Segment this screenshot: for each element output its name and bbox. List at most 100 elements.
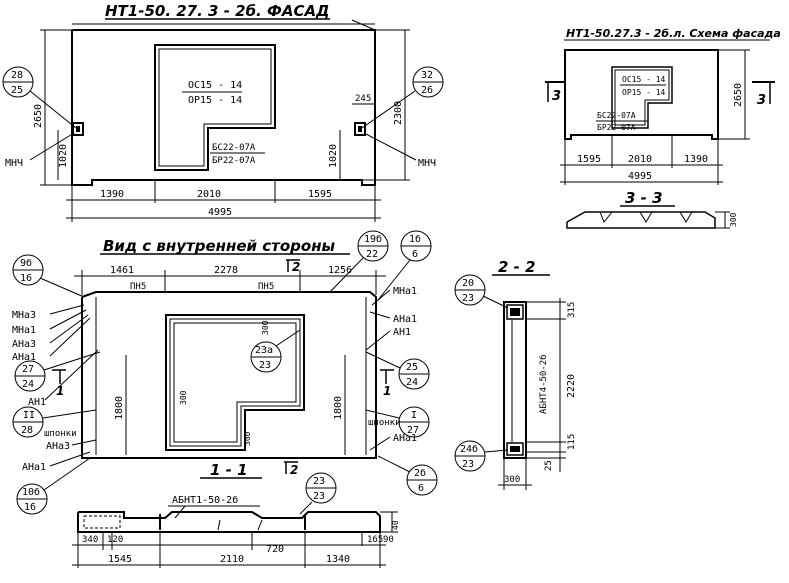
svg-text:23: 23 (259, 360, 271, 371)
svg-text:АНа1: АНа1 (393, 314, 417, 325)
svg-text:1545: 1545 (108, 554, 132, 565)
svg-text:16: 16 (24, 502, 36, 513)
svg-text:27: 27 (407, 425, 419, 436)
svg-text:23: 23 (313, 491, 325, 502)
svg-text:315: 315 (567, 302, 577, 318)
callout-27-24: 27 24 (14, 351, 101, 392)
svg-text:24: 24 (406, 377, 418, 388)
mnch-right-label: МНЧ (418, 158, 436, 169)
svg-text:19б: 19б (364, 233, 382, 245)
svg-text:БС22-07А: БС22-07А (597, 111, 636, 120)
facade-door-top: БС22-07А (212, 143, 256, 153)
facade-dim-2010: 2010 (197, 189, 221, 200)
svg-text:32: 32 (421, 70, 433, 81)
svg-text:300: 300 (243, 431, 252, 446)
section-1-1-body (77, 511, 381, 533)
svg-text:БР22-07А: БР22-07А (597, 123, 636, 132)
svg-text:ОР15 - 14: ОР15 - 14 (622, 88, 666, 97)
mnch-left-anchor (72, 122, 84, 136)
callout-23a-23: 23а 23 (250, 329, 301, 373)
section-2-2-label: АБНТ4-50-2б (538, 354, 549, 414)
facade-dim-1390: 1390 (100, 189, 124, 200)
svg-text:2: 2 (290, 463, 298, 477)
svg-text:2650: 2650 (733, 83, 744, 107)
svg-text:1390: 1390 (684, 154, 708, 165)
scheme-title: НТ1-50.27.3 - 2б.л. Схема фасада (566, 27, 781, 40)
svg-text:26: 26 (421, 85, 433, 96)
svg-text:9б: 9б (20, 257, 32, 269)
svg-text:27: 27 (22, 364, 34, 375)
scheme-section-right: 3 (757, 93, 766, 108)
svg-text:20: 20 (462, 278, 474, 289)
callout-25-24: 25 24 (365, 351, 430, 390)
section-1-1-title: 1 - 1 (210, 461, 248, 479)
svg-text:МНа1: МНа1 (393, 286, 417, 297)
svg-text:МНа1: МНа1 (12, 325, 36, 336)
svg-text:2110: 2110 (220, 554, 244, 565)
callout-9b-16: 9б 16 (12, 254, 85, 298)
svg-text:22: 22 (366, 249, 378, 260)
svg-text:АНа3: АНа3 (46, 441, 70, 452)
facade-view: НТ1-50. 27. 3 - 2б. ФАСАД ОС15 - 14 ОР15… (2, 2, 444, 222)
svg-text:4995: 4995 (628, 171, 652, 182)
section-1-1-label: АБНТ1-50-2б (172, 494, 238, 506)
svg-text:шпонки: шпонки (44, 429, 77, 439)
scheme-opening (611, 66, 673, 129)
svg-text:300: 300 (261, 320, 270, 335)
facade-dim-2300: 2300 (393, 101, 404, 125)
facade-window-top: ОС15 - 14 (188, 80, 242, 91)
scheme-view: НТ1-50.27.3 - 2б.л. Схема фасада ОС15 - … (545, 27, 781, 229)
callout-2b-6: 2б 6 (377, 455, 438, 496)
section-2-2: 2 - 2 АБНТ4-50-2б 20 23 24б 23 315 2220 … (454, 258, 577, 490)
svg-text:340: 340 (82, 535, 98, 545)
scheme-section-left: 3 (552, 89, 561, 104)
svg-text:720: 720 (266, 544, 284, 555)
svg-text:23а: 23а (255, 345, 273, 356)
svg-text:1б: 1б (409, 233, 421, 245)
svg-text:1340: 1340 (326, 554, 350, 565)
svg-text:АН1: АН1 (28, 397, 46, 408)
svg-text:АНа3: АНа3 (12, 339, 36, 350)
svg-text:28: 28 (11, 70, 23, 81)
svg-text:шпонки: шпонки (368, 418, 401, 428)
inner-dim-1461: 1461 (110, 265, 134, 276)
svg-text:23: 23 (462, 459, 474, 470)
svg-text:II: II (23, 410, 35, 421)
callout-I-27: I 27 (365, 406, 430, 438)
facade-dim-1595: 1595 (308, 189, 332, 200)
svg-text:1800: 1800 (333, 396, 344, 420)
svg-text:25: 25 (544, 460, 554, 471)
section-3-3-title: 3 - 3 (625, 189, 663, 207)
inner-dim-1256: 1256 (328, 265, 352, 276)
svg-text:АНа1: АНа1 (393, 433, 417, 444)
svg-text:6: 6 (418, 483, 424, 494)
facade-dim-245: 245 (355, 94, 371, 104)
section-1-1: 1 - 1 2 АБНТ1-50-2б 23 23 40 165 90 (72, 461, 400, 568)
svg-text:1: 1 (56, 384, 64, 398)
section-2-2-body (503, 301, 527, 459)
svg-text:165: 165 (367, 535, 383, 545)
svg-text:2: 2 (292, 260, 300, 274)
svg-text:1800: 1800 (114, 396, 125, 420)
svg-text:АН1: АН1 (393, 327, 411, 338)
callout-10b-16: 10б 16 (16, 457, 91, 515)
facade-dim-total: 4995 (208, 207, 232, 218)
svg-text:2б: 2б (414, 467, 426, 479)
svg-text:1595: 1595 (577, 154, 601, 165)
svg-text:АНа1: АНа1 (22, 462, 46, 473)
svg-text:I: I (411, 410, 417, 421)
svg-text:АНа1: АНа1 (12, 352, 36, 363)
svg-text:300: 300 (729, 212, 738, 227)
svg-text:28: 28 (21, 425, 33, 436)
svg-text:23: 23 (462, 293, 474, 304)
inner-view: Вид с внутренней стороны 1461 2278 1256 … (12, 230, 438, 515)
svg-text:25: 25 (11, 85, 23, 96)
svg-text:МНа3: МНа3 (12, 310, 36, 321)
svg-text:120: 120 (107, 535, 123, 545)
svg-text:1: 1 (383, 384, 391, 398)
scheme-panel (564, 49, 719, 140)
section-3-3 (566, 211, 716, 229)
svg-text:23: 23 (313, 476, 325, 487)
svg-text:6: 6 (412, 249, 418, 260)
